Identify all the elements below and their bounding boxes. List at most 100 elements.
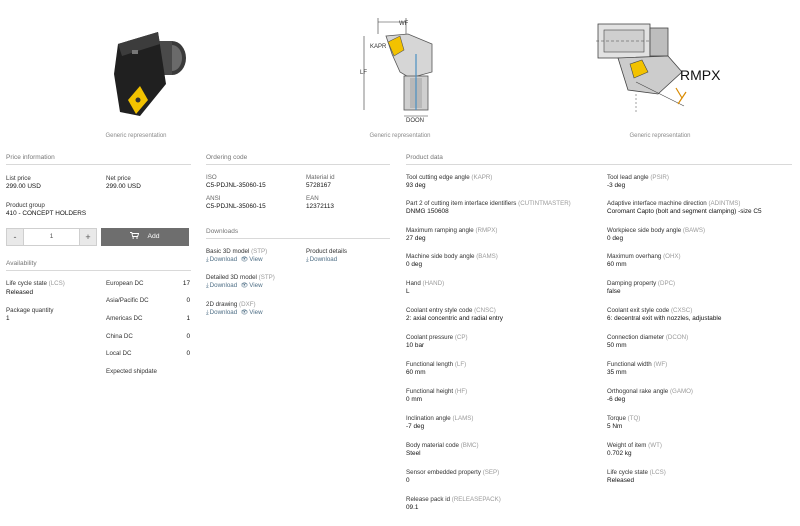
technical-drawing: WF KAPR LF DOON (348, 14, 448, 126)
download-link[interactable]: ⤓Download (206, 309, 238, 316)
life-cycle-label: Life cycle state (LCS) (6, 280, 65, 287)
dc-qty-americas: 1 (186, 315, 190, 322)
download-icon: ⤓ (206, 283, 209, 289)
spec-item: Weight of item (WT)0.702 kg (607, 442, 662, 457)
iso-label: ISO (206, 174, 217, 181)
wf-label: WF (399, 21, 409, 27)
net-price-value: 299.00 USD (106, 183, 141, 190)
image-caption-2: Generic representation (369, 133, 431, 139)
spec-item: Release pack id (RELEASEPACK)09.1 (406, 496, 501, 511)
expected-shipdate-label: Expected shipdate (106, 368, 157, 375)
ean-value: 12372113 (306, 203, 334, 210)
2d-drawing-label: 2D drawing (DXF) (206, 301, 256, 308)
2d-drawing-links: ⤓Download 👁View (206, 309, 263, 317)
ean-label: EAN (306, 195, 319, 202)
list-price-value: 299.00 USD (6, 183, 41, 190)
product-details-label: Product details (306, 248, 347, 255)
spec-item: Orthogonal rake angle (GAMO)-6 deg (607, 388, 693, 403)
product-group-label: Product group (6, 202, 45, 209)
spec-item: Inclination angle (LAMS)-7 deg (406, 415, 474, 430)
availability-divider (6, 270, 191, 271)
eye-icon: 👁 (240, 283, 249, 289)
material-id-label: Material id (306, 174, 335, 181)
package-quantity-label: Package quantity (6, 307, 54, 314)
spec-item: Sensor embedded property (SEP)0 (406, 469, 500, 484)
kapr-label: KAPR (370, 44, 387, 50)
spec-item: Tool lead angle (PSIR)-3 deg (607, 174, 669, 189)
life-cycle-value: Released (6, 289, 34, 296)
view-link[interactable]: 👁View (240, 282, 263, 289)
spec-item: Hand (HAND)L (406, 280, 445, 295)
view-link[interactable]: 👁View (240, 256, 263, 263)
spec-item: Maximum overhang (OHX)60 mm (607, 253, 681, 268)
downloads-section-title: Downloads (206, 228, 239, 235)
material-id-value: 5728167 (306, 182, 331, 189)
spec-item: Adaptive interface machine direction (AD… (607, 200, 762, 215)
dc-qty-local: 0 (186, 350, 190, 357)
download-link[interactable]: ⤓Download (206, 282, 238, 289)
spec-item: Coolant entry style code (CNSC)2: axial … (406, 307, 503, 322)
dc-name-local: Local DC (106, 350, 132, 357)
list-price-label: List price (6, 175, 31, 182)
spec-item: Functional length (LF)60 mm (406, 361, 467, 376)
spec-item: Machine side body angle (BAMS)0 deg (406, 253, 498, 268)
ordering-section-title: Ordering code (206, 154, 248, 161)
decrement-button[interactable]: - (7, 229, 24, 245)
spec-item: Coolant exit style code (CXSC)6: decentr… (607, 307, 722, 322)
quantity-input[interactable]: 1 (49, 233, 54, 240)
ansi-label: ANSI (206, 195, 221, 202)
image-caption-1: Generic representation (105, 133, 167, 139)
increment-button[interactable]: + (79, 229, 96, 245)
spec-item: Body material code (BMC)Steel (406, 442, 479, 457)
ansi-value: C5-PDJNL-35060-15 (206, 203, 266, 210)
spec-item: Life cycle state (LCS)Released (607, 469, 666, 484)
spec-item: Torque (TQ)5 Nm (607, 415, 641, 430)
package-quantity-value: 1 (6, 315, 10, 322)
basic-3d-model-links: ⤓Download 👁View (206, 256, 263, 264)
dc-name-european: European DC (106, 280, 144, 287)
spec-item: Coolant pressure (CP)10 bar (406, 334, 468, 349)
product-image-photo (100, 14, 190, 126)
dc-name-china: China DC (106, 333, 133, 340)
rmpx-label: RMPX (680, 67, 721, 83)
dc-qty-asia-pacific: 0 (186, 297, 190, 304)
cart-icon (130, 228, 140, 246)
ramping-drawing: RMPX (596, 14, 736, 126)
doon-label: DOON (406, 118, 424, 124)
ordering-divider (206, 164, 390, 165)
download-link[interactable]: ⤓Download (206, 256, 238, 263)
product-data-section-title: Product data (406, 154, 443, 161)
spec-item: Functional width (WF)35 mm (607, 361, 668, 376)
product-details-download[interactable]: ⤓Download (306, 256, 338, 263)
price-divider (6, 164, 191, 165)
product-data-divider (406, 164, 792, 165)
spec-item: Damping property (DPC)false (607, 280, 676, 295)
dc-qty-china: 0 (186, 333, 190, 340)
dc-name-asia-pacific: Asia/Pacific DC (106, 297, 149, 304)
add-to-cart-button[interactable]: Add (101, 228, 189, 246)
spec-item: Maximum ramping angle (RMPX)27 deg (406, 227, 498, 242)
quantity-stepper[interactable]: - 1 + (6, 228, 97, 246)
image-caption-3: Generic representation (629, 133, 691, 139)
lf-label: LF (360, 70, 367, 76)
download-icon: ⤓ (206, 257, 209, 263)
add-button-label: Add (147, 233, 160, 240)
downloads-divider (206, 238, 390, 239)
detailed-3d-model-links: ⤓Download 👁View (206, 282, 263, 290)
eye-icon: 👁 (240, 257, 249, 263)
product-group-value: 410 - CONCEPT HOLDERS (6, 210, 87, 217)
spec-item: Functional height (HF)0 mm (406, 388, 468, 403)
basic-3d-model-label: Basic 3D model (STP) (206, 248, 268, 255)
dc-name-americas: Americas DC (106, 315, 143, 322)
spec-item: Connection diameter (DCON)50 mm (607, 334, 689, 349)
spec-item: Workpiece side body angle (BAWS)0 deg (607, 227, 706, 242)
spec-item: Tool cutting edge angle (KAPR)93 deg (406, 174, 493, 189)
net-price-label: Net price (106, 175, 131, 182)
iso-value: C5-PDJNL-35060-15 (206, 182, 266, 189)
download-icon: ⤓ (206, 310, 209, 316)
view-link[interactable]: 👁View (240, 309, 263, 316)
availability-section-title: Availability (6, 260, 37, 267)
spec-item: Part 2 of cutting item interface identif… (406, 200, 571, 215)
download-icon: ⤓ (306, 257, 309, 263)
eye-icon: 👁 (240, 310, 249, 316)
